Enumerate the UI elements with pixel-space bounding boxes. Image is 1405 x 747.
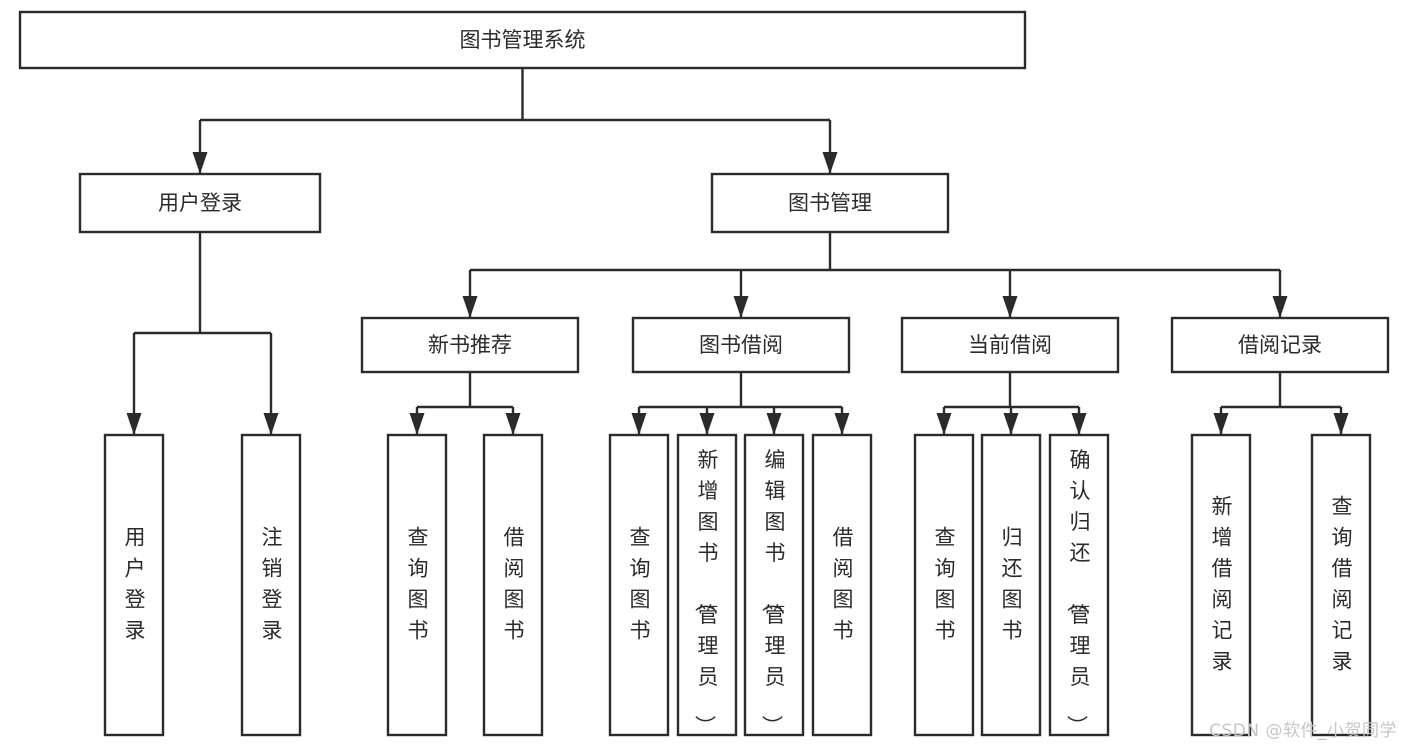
arrow-icon-leaf-query-borrow-record [1333,413,1349,435]
node-label-leaf-query-book-borrow: 查询图书 [630,526,651,643]
node-leaf-borrow-book[interactable]: 借阅图书 [811,433,873,737]
arrow-icon-leaf-user-login [126,413,142,435]
node-leaf-add-book-admin[interactable]: 新增图书（管理员） [676,433,738,737]
node-box-leaf-confirm-return-admin [1048,433,1110,737]
node-leaf-logout[interactable]: 注销登录 [240,433,302,737]
node-leaf-user-login[interactable]: 用户登录 [103,433,165,737]
node-label-leaf-query-borrow-record: 查询借阅记录 [1332,495,1353,674]
arrow-icon-leaf-logout [263,413,279,435]
arrow-icon-new-book-recommend [462,296,478,318]
node-borrow-record[interactable]: 借阅记录 [1170,316,1390,374]
node-leaf-query-book-borrow[interactable]: 查询图书 [608,433,670,737]
node-leaf-query-book-recommend[interactable]: 查询图书 [386,433,448,737]
node-label-leaf-return-book: 归还图书 [1002,526,1023,643]
node-box-leaf-borrow-book [811,433,873,737]
node-label-current-borrow: 当前借阅 [968,333,1052,357]
node-layer: 图书管理系统用户登录图书管理新书推荐图书借阅当前借阅借阅记录用户登录注销登录查询… [18,10,1390,737]
node-box-leaf-query-borrow-record [1310,433,1372,737]
node-box-leaf-borrow-book-recommend [482,433,544,737]
node-leaf-return-book[interactable]: 归还图书 [980,433,1042,737]
node-label-leaf-query-book-recommend: 查询图书 [408,526,429,643]
node-box-leaf-add-book-admin [676,433,738,737]
node-label-leaf-confirm-return-admin: 确认归还（管理员） [1065,448,1091,736]
node-new-book-recommend[interactable]: 新书推荐 [360,316,580,374]
node-label-user-login: 用户登录 [158,191,242,215]
node-box-root [18,10,1027,70]
node-box-user-login [78,172,322,234]
node-box-leaf-edit-book-admin [743,433,805,737]
node-box-book-manage [710,172,950,234]
node-leaf-query-borrow-record[interactable]: 查询借阅记录 [1310,433,1372,737]
arrow-icon-current-borrow [1002,296,1018,318]
node-box-leaf-return-book [980,433,1042,737]
node-user-login[interactable]: 用户登录 [78,172,322,234]
arrow-icon-leaf-return-book [1003,413,1019,435]
arrow-icon-leaf-query-book-current [936,413,952,435]
node-label-leaf-borrow-book: 借阅图书 [833,526,854,643]
node-label-root: 图书管理系统 [460,28,586,52]
node-box-borrow-record [1170,316,1390,374]
node-box-leaf-user-login [103,433,165,737]
node-box-book-borrow [631,316,851,374]
node-label-leaf-edit-book-admin: 编辑图书（管理员） [760,448,786,736]
arrow-icon-leaf-query-book-borrow [631,413,647,435]
node-root[interactable]: 图书管理系统 [18,10,1027,70]
node-leaf-add-borrow-record[interactable]: 新增借阅记录 [1190,433,1252,737]
node-current-borrow[interactable]: 当前借阅 [900,316,1120,374]
connector-layer [126,68,1349,435]
arrow-icon-leaf-confirm-return-admin [1071,413,1087,435]
node-leaf-edit-book-admin[interactable]: 编辑图书（管理员） [743,433,805,737]
node-box-leaf-query-book-recommend [386,433,448,737]
arrow-icon-leaf-add-borrow-record [1213,413,1229,435]
arrow-icon-leaf-borrow-book [834,413,850,435]
node-label-leaf-borrow-book-recommend: 借阅图书 [504,526,525,643]
node-label-leaf-add-borrow-record: 新增借阅记录 [1212,495,1233,674]
arrow-icon-leaf-query-book-recommend [409,413,425,435]
arrow-icon-leaf-add-book-admin [699,413,715,435]
node-label-leaf-add-book-admin: 新增图书（管理员） [693,448,719,736]
node-book-borrow[interactable]: 图书借阅 [631,316,851,374]
node-box-leaf-query-book-borrow [608,433,670,737]
arrow-icon-borrow-record [1272,296,1288,318]
arrow-icon-leaf-borrow-book-recommend [505,413,521,435]
node-label-leaf-logout: 注销登录 [262,526,283,643]
node-book-manage[interactable]: 图书管理 [710,172,950,234]
node-leaf-query-book-current[interactable]: 查询图书 [913,433,975,737]
node-box-leaf-query-book-current [913,433,975,737]
node-box-new-book-recommend [360,316,580,374]
arrow-icon-user-login [192,152,208,174]
node-leaf-borrow-book-recommend[interactable]: 借阅图书 [482,433,544,737]
node-label-book-manage: 图书管理 [788,191,872,215]
node-label-leaf-user-login: 用户登录 [125,526,146,643]
arrow-icon-leaf-edit-book-admin [766,413,782,435]
node-box-current-borrow [900,316,1120,374]
node-label-new-book-recommend: 新书推荐 [428,333,512,357]
node-leaf-confirm-return-admin[interactable]: 确认归还（管理员） [1048,433,1110,737]
node-box-leaf-add-borrow-record [1190,433,1252,737]
node-box-leaf-logout [240,433,302,737]
node-label-book-borrow: 图书借阅 [699,333,783,357]
node-label-borrow-record: 借阅记录 [1238,333,1322,357]
arrow-icon-book-manage [822,152,838,174]
node-label-leaf-query-book-current: 查询图书 [935,526,956,643]
arrow-icon-book-borrow [733,296,749,318]
